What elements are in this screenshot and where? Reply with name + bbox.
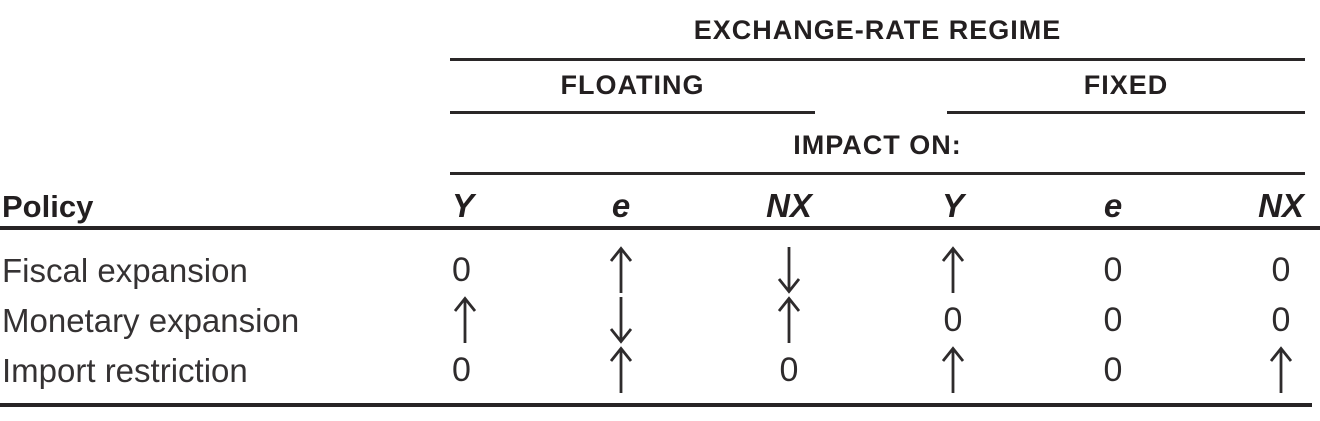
impact-cell [538,295,704,345]
impact-cell: 0 [943,301,963,339]
column-header-fixed-e: e [1103,187,1123,224]
policy-column-header: Policy [2,189,94,224]
impact-cell: 0 [1271,301,1291,339]
policy-row-label: Fiscal expansion [2,251,248,289]
regime-groups: FLOATING FIXED [450,70,1305,114]
impact-cell: 0 [452,351,471,389]
impact-cell: 0 [1103,301,1123,339]
impact-on-header: IMPACT ON: [450,130,1305,175]
column-header-floating-y: Y [452,187,475,224]
up-arrow-icon [609,346,633,393]
table-body: Fiscal expansion 0 0 0 Monetary expansio… [0,245,1320,395]
up-arrow-icon [453,296,477,343]
impact-cell: 0 [452,251,471,289]
table-row: Monetary expansion 0 0 0 [0,295,1320,345]
column-header-floating-nx: NX [766,187,812,224]
table-row: Fiscal expansion 0 0 0 [0,245,1320,295]
impact-cell: 0 [779,351,799,389]
up-arrow-icon [941,246,965,293]
fixed-regime-header: FIXED [947,70,1305,114]
impact-cell [1194,345,1320,395]
table-row: Import restriction 0 0 0 [0,345,1320,395]
policy-row-label: Import restriction [2,351,248,389]
column-header-row: Policy Y e NX Y e NX [0,182,1320,230]
impact-cell [704,295,874,345]
policy-row-label: Monetary expansion [2,301,300,339]
floating-regime-header: FLOATING [450,70,815,114]
regime-header-rule [450,58,1305,61]
column-header-fixed-nx: NX [1258,187,1304,224]
up-arrow-icon [941,346,965,393]
impact-cell: 0 [1103,251,1123,289]
regime-header: EXCHANGE-RATE REGIME [693,15,1062,45]
impact-cell [538,345,704,395]
up-arrow-icon [609,246,633,293]
down-arrow-icon [777,247,801,294]
impact-cell [704,245,874,295]
impact-cell [538,245,704,295]
impact-cell: 0 [1103,351,1123,389]
impact-cell [874,345,1032,395]
impact-cell [874,245,1032,295]
up-arrow-icon [777,296,801,343]
impact-cell: 0 [1271,251,1291,289]
column-header-fixed-y: Y [941,187,964,224]
up-arrow-icon [1269,346,1293,393]
down-arrow-icon [609,297,633,344]
impact-cell [450,295,538,345]
table-bottom-rule [0,403,1312,407]
column-header-floating-e: e [611,187,631,224]
